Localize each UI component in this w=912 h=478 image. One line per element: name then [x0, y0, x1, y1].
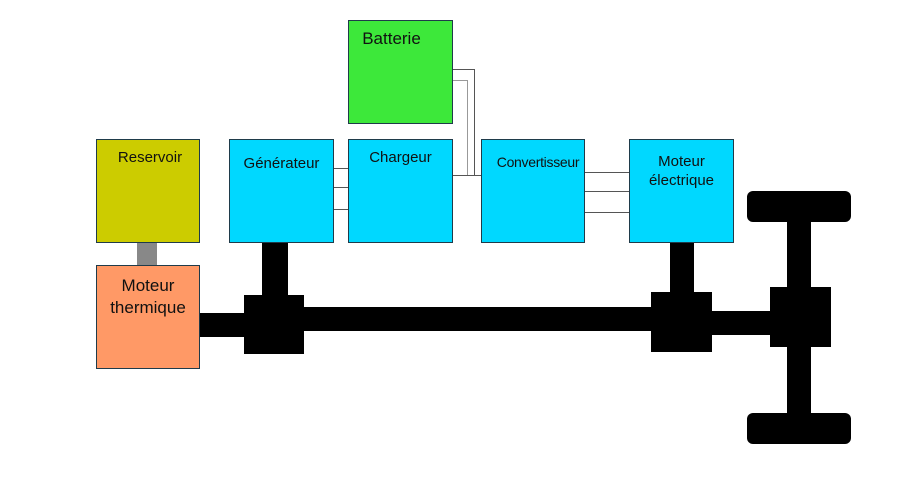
- shaft-to-axle: [710, 311, 774, 335]
- moteur-thermique-block: Moteur thermique: [96, 265, 200, 369]
- reservoir-label: Reservoir: [117, 149, 183, 166]
- shaft-thermique: [199, 313, 249, 337]
- fuel-pipe: [137, 242, 157, 266]
- moteur-thermique-label-line2: thermique: [110, 298, 186, 317]
- shaft-moteur-electrique: [670, 242, 694, 297]
- wire-batterie-convertisseur-b: [453, 80, 468, 81]
- wire-batterie-convertisseur-b-v: [467, 80, 468, 176]
- generateur-block: Générateur: [229, 139, 334, 243]
- wire-convertisseur-moteur-1: [584, 172, 630, 173]
- generateur-label: Générateur: [243, 155, 320, 172]
- coupler-left: [244, 295, 304, 354]
- wheel-top: [747, 191, 851, 222]
- shaft-generateur: [262, 242, 288, 302]
- batterie-block: Batterie: [348, 20, 453, 124]
- batterie-label: Batterie: [362, 29, 421, 48]
- moteur-electrique-block: Moteur électrique: [629, 139, 734, 243]
- wire-chargeur-convertisseur: [453, 175, 482, 176]
- wire-generateur-chargeur-3: [333, 209, 349, 210]
- wire-batterie-convertisseur-a: [453, 69, 475, 70]
- convertisseur-block: Convertisseur: [481, 139, 585, 243]
- moteur-electrique-label-line2: électrique: [648, 172, 715, 189]
- chargeur-label: Chargeur: [369, 149, 432, 166]
- chargeur-block: Chargeur: [348, 139, 453, 243]
- reservoir-block: Reservoir: [96, 139, 200, 243]
- moteur-thermique-label-line1: Moteur: [121, 276, 175, 295]
- wire-generateur-chargeur-2: [333, 187, 349, 188]
- convertisseur-label: Convertisseur: [496, 154, 580, 170]
- wire-generateur-chargeur-1: [333, 168, 349, 169]
- wheel-bottom: [747, 413, 851, 444]
- coupler-right: [651, 292, 712, 352]
- wire-batterie-convertisseur-a-v: [474, 69, 475, 176]
- wire-convertisseur-moteur-2: [584, 191, 630, 192]
- wire-convertisseur-moteur-3: [584, 212, 630, 213]
- axle: [787, 205, 811, 430]
- moteur-electrique-label-line1: Moteur: [658, 153, 705, 170]
- main-shaft: [300, 307, 655, 331]
